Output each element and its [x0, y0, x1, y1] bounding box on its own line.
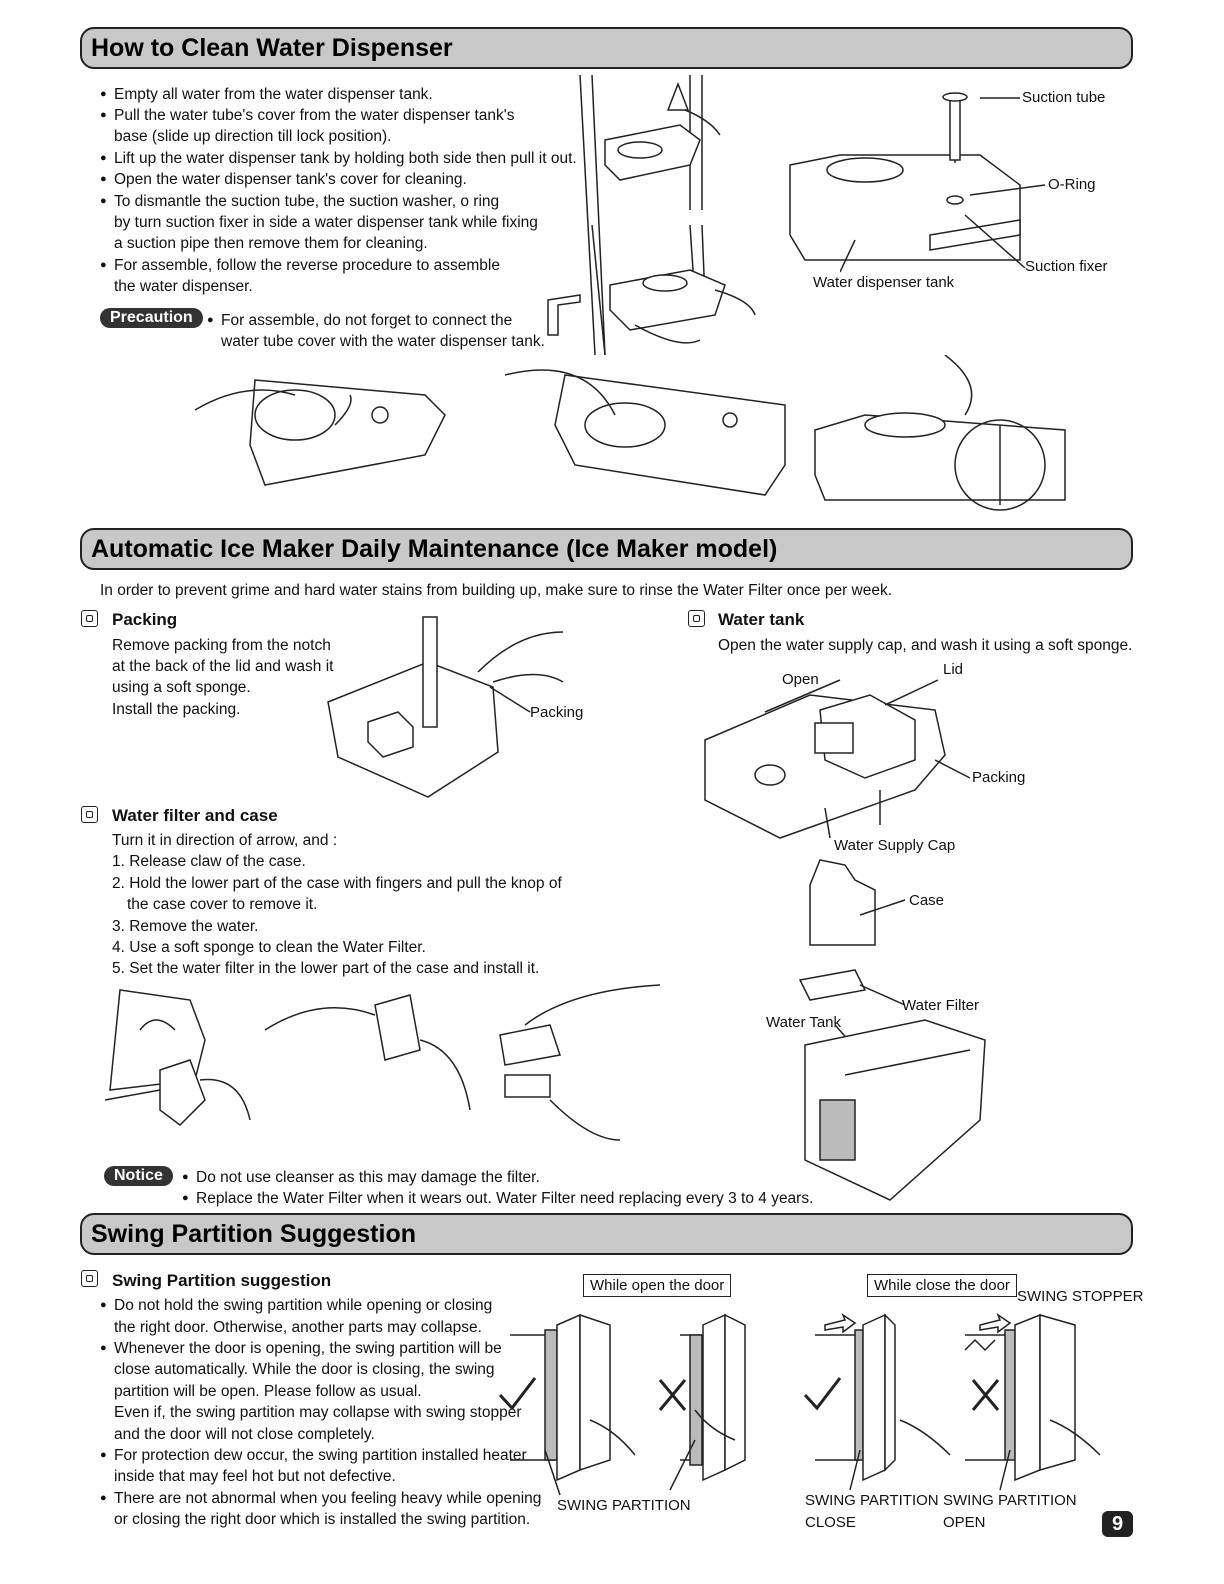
bullet-continuation: by turn suction fixer in side a water di… [114, 214, 538, 231]
cross-mark-icon [971, 1379, 1000, 1411]
bullet: ●Do not hold the swing partition while o… [100, 1297, 493, 1314]
section-title: Swing Partition Suggestion [91, 1220, 416, 1248]
notice-text: ●Replace the Water Filter when it wears … [182, 1190, 814, 1207]
packing-text: Install the packing. [112, 701, 241, 718]
bullet: ●Lift up the water dispenser tank by hol… [100, 150, 577, 167]
bullet-continuation: or closing the right door which is insta… [114, 1511, 531, 1528]
water-filter-label: Water Filter [902, 997, 979, 1014]
square-bullet-icon [81, 806, 98, 823]
filter-case-step: 2. Hold the lower part of the case with … [112, 875, 562, 892]
packing-illustration [327, 616, 564, 798]
tank-packing-label: Packing [972, 769, 1026, 786]
filter-case-heading: Water filter and case [112, 806, 278, 825]
packing-heading: Packing [112, 610, 178, 629]
while-open-box: While open the door [583, 1274, 732, 1297]
bullet-continuation: a suction pipe then remove them for clea… [114, 235, 428, 252]
packing-text: using a soft sponge. [112, 679, 251, 696]
section-header-water-dispenser: How to Clean Water Dispenser [80, 27, 1133, 69]
section-title: Automatic Ice Maker Daily Maintenance (I… [91, 535, 778, 563]
bullet: ●To dismantle the suction tube, the suct… [100, 193, 500, 210]
swing-heading: Swing Partition suggestion [112, 1271, 332, 1290]
filter-case-step: 3. Remove the water. [112, 918, 259, 935]
swing-partition-open-label: SWING PARTITION [943, 1492, 1077, 1509]
section-header-ice-maker: Automatic Ice Maker Daily Maintenance (I… [80, 528, 1133, 570]
swing-partition-label: SWING PARTITION [557, 1497, 691, 1514]
filter-cleaning-steps-illustration [104, 984, 661, 1141]
cross-mark-icon [658, 1379, 687, 1411]
packing-text: at the back of the lid and wash it [112, 658, 334, 675]
section-header-swing-partition: Swing Partition Suggestion [80, 1213, 1133, 1255]
square-bullet-icon [81, 1270, 98, 1287]
dispenser-tank-illustration [789, 92, 1021, 261]
bullet-continuation: inside that may feel hot but not defecti… [114, 1468, 396, 1485]
precaution-text: ●For assemble, do not forget to connect … [207, 312, 513, 329]
filter-case-step: 5. Set the water filter in the lower par… [112, 960, 540, 977]
section-title: How to Clean Water Dispenser [91, 34, 453, 62]
filter-case-step: 1. Release claw of the case. [112, 853, 306, 870]
notice-text: ●Do not use cleanser as this may damage … [182, 1169, 540, 1186]
fridge-door-illustration [547, 74, 756, 356]
suction-fixer-label: Suction fixer [1025, 258, 1108, 275]
square-bullet-icon [81, 610, 98, 627]
case-label: Case [909, 892, 945, 909]
square-bullet-icon [688, 610, 705, 627]
bullet-continuation: close automatically. While the door is c… [114, 1361, 495, 1378]
bullet: ●Whenever the door is opening, the swing… [100, 1340, 502, 1357]
open-label: Open [782, 671, 819, 688]
bullet: ●Open the water dispenser tank's cover f… [100, 171, 467, 188]
dispenser-leader-lines [840, 97, 1046, 273]
bullet: ●For assemble, follow the reverse proced… [100, 257, 500, 274]
swing-partition-illustration [498, 1313, 1101, 1496]
bullet: ●For protection dew occur, the swing par… [100, 1447, 527, 1464]
bullet-continuation: the right door. Otherwise, another parts… [114, 1319, 482, 1336]
filter-case-step: 4. Use a soft sponge to clean the Water … [112, 939, 426, 956]
water-tank-label: Water Tank [766, 1014, 842, 1031]
water-tank-heading: Water tank [718, 610, 805, 629]
precaution-text-continuation: water tube cover with the water dispense… [221, 333, 545, 350]
bullet: ●Pull the water tube's cover from the wa… [100, 107, 515, 124]
precaution-badge: Precaution [100, 308, 203, 328]
while-close-box: While close the door [867, 1274, 1017, 1297]
bullet-continuation: Even if, the swing partition may collaps… [114, 1404, 522, 1421]
bullet: ●There are not abnormal when you feeling… [100, 1490, 542, 1507]
filter-case-step-continuation: the case cover to remove it. [127, 896, 318, 913]
check-mark-icon [498, 1377, 537, 1411]
tank-cleaning-steps-illustration [194, 355, 1066, 511]
bullet-continuation: partition will be open. Please follow as… [114, 1383, 422, 1400]
page-number: 9 [1102, 1511, 1133, 1537]
lid-label: Lid [943, 661, 964, 678]
water-tank-text: Open the water supply cap, and wash it u… [718, 637, 1133, 654]
packing-text: Remove packing from the notch [112, 637, 331, 654]
notice-badge: Notice [104, 1166, 173, 1186]
bullet: ●Empty all water from the water dispense… [100, 86, 433, 103]
bullet-continuation: and the door will not close completely. [114, 1426, 375, 1443]
check-mark-icon [803, 1377, 842, 1411]
packing-label: Packing [530, 704, 584, 721]
o-ring-label: O-Ring [1048, 176, 1096, 193]
bullet-continuation: base (slide up direction till lock posit… [114, 128, 392, 145]
water-supply-cap-label: Water Supply Cap [834, 837, 956, 854]
swing-partition-close-label: SWING PARTITION [805, 1492, 939, 1509]
filter-case-text: Turn it in direction of arrow, and : [112, 832, 338, 849]
suction-tube-label: Suction tube [1022, 89, 1106, 106]
swing-partition-close-label: CLOSE [805, 1514, 856, 1531]
dispenser-tank-label: Water dispenser tank [813, 274, 955, 291]
bullet-continuation: the water dispenser. [114, 278, 253, 295]
ice-maker-intro: In order to prevent grime and hard water… [100, 582, 893, 599]
water-tank-exploded-illustration [704, 679, 986, 1201]
swing-stopper-label: SWING STOPPER [1017, 1288, 1144, 1305]
swing-partition-open-label: OPEN [943, 1514, 986, 1531]
